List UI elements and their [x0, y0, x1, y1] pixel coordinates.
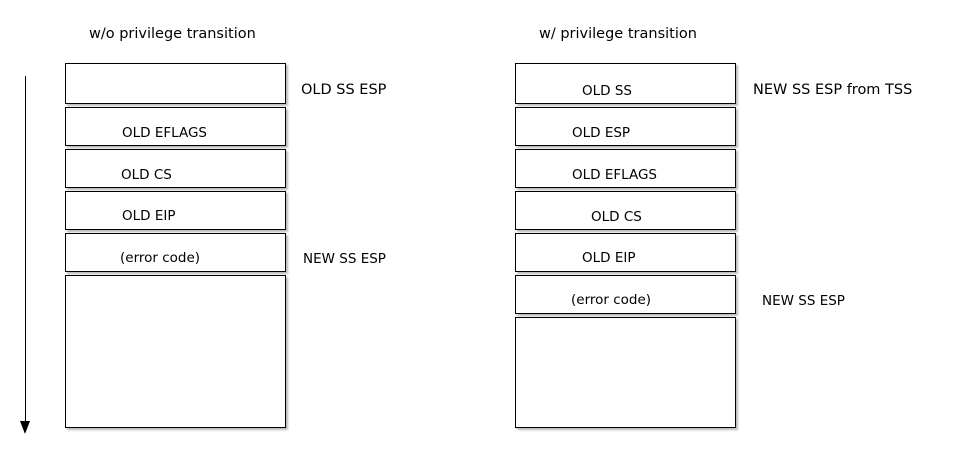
cell-label: OLD SS — [582, 83, 632, 99]
cell-label: OLD CS — [591, 209, 642, 225]
left-stack-cell-old-eip: OLD EIP — [65, 191, 286, 230]
left-stack-title: w/o privilege transition — [89, 26, 256, 42]
right-new-ss-esp-from-tss-label: NEW SS ESP from TSS — [753, 82, 913, 98]
right-stack-cell-old-esp: OLD ESP — [515, 107, 736, 146]
left-new-ss-esp-label: NEW SS ESP — [303, 251, 386, 267]
right-new-ss-esp-label: NEW SS ESP — [762, 293, 845, 309]
cell-label: OLD ESP — [572, 125, 631, 141]
cell-label: OLD CS — [121, 167, 172, 183]
right-stack-title: w/ privilege transition — [539, 26, 697, 42]
cell-label: OLD EFLAGS — [122, 125, 207, 141]
cell-label: OLD EIP — [122, 208, 176, 224]
right-stack-cell-old-ss: OLD SS — [515, 63, 736, 104]
left-stack-cell-old-eflags: OLD EFLAGS — [65, 107, 286, 146]
cell-label: (error code) — [571, 292, 652, 308]
left-old-ss-esp-label: OLD SS ESP — [301, 82, 387, 98]
left-stack-cell-old-cs: OLD CS — [65, 149, 286, 188]
cell-label: (error code) — [120, 250, 201, 266]
right-stack-cell-old-cs: OLD CS — [515, 191, 736, 230]
cell-label: OLD EIP — [582, 250, 636, 266]
arrow-shaft — [25, 76, 26, 422]
left-stack-cell-error-code: (error code) — [65, 233, 286, 272]
left-stack-cell-empty-bottom — [65, 275, 286, 428]
right-stack-cell-old-eflags: OLD EFLAGS — [515, 149, 736, 188]
right-stack-cell-error-code: (error code) — [515, 275, 736, 314]
arrow-head — [20, 421, 30, 434]
right-stack-cell-old-eip: OLD EIP — [515, 233, 736, 272]
cell-label: OLD EFLAGS — [572, 167, 657, 183]
right-stack-cell-empty-bottom — [515, 317, 736, 428]
left-stack-cell-empty-top — [65, 63, 286, 104]
